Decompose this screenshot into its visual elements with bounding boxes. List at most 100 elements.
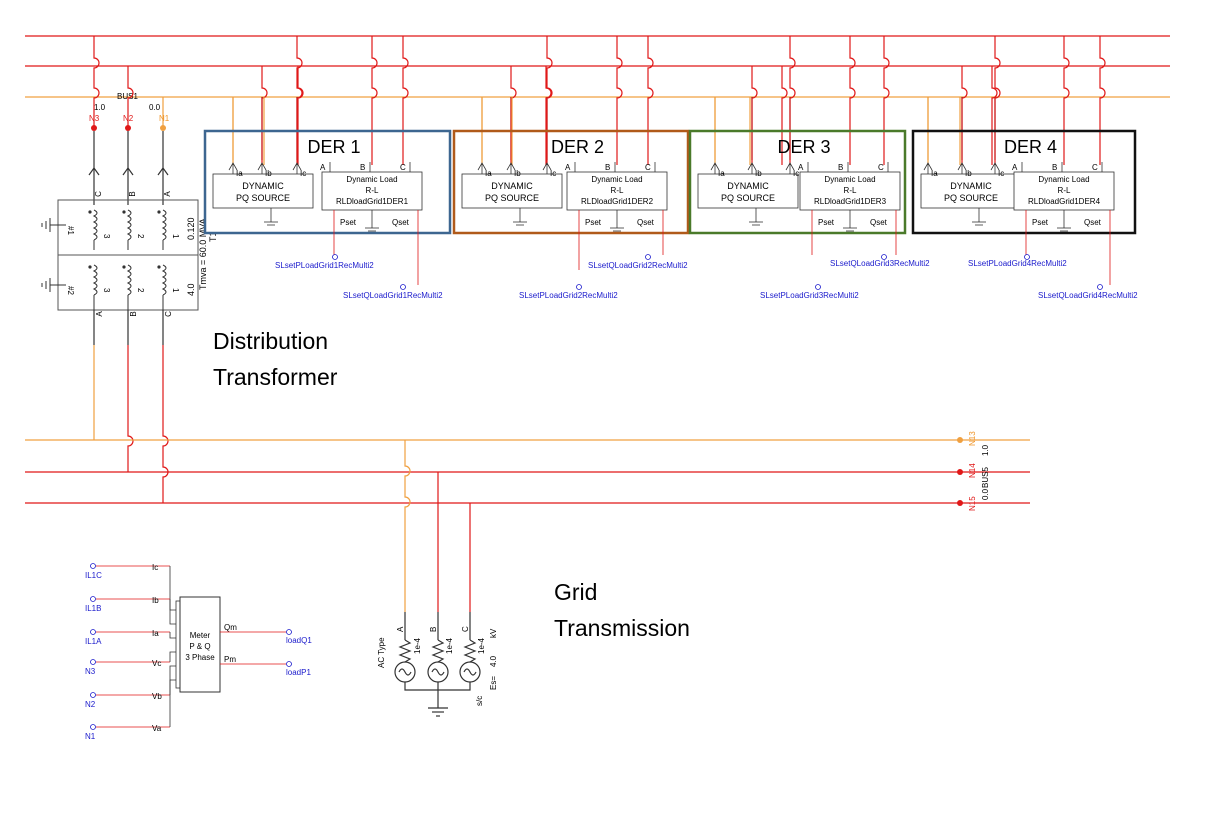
der-4-pin-qset: Qset — [1084, 218, 1102, 227]
der-4-pin-a: A — [1012, 163, 1018, 172]
der-1-title: DER 1 — [308, 137, 361, 157]
der-3-pin-pset: Pset — [818, 218, 835, 227]
meter-title-3: 3 Phase — [185, 653, 215, 662]
der-1-pset-signal-label: SLsetPLoadGrid1RecMulti2 — [275, 261, 374, 270]
der-1-pin-b: B — [360, 163, 365, 172]
source-unit: kV — [489, 628, 498, 638]
source-phase-b: B — [429, 627, 438, 632]
der-2-load-line1: Dynamic Load — [591, 175, 642, 184]
der-4-bus-taps — [927, 36, 1106, 165]
der-2-qset-signal[interactable]: SLsetQLoadGrid2RecMulti2 — [588, 254, 688, 271]
node-n1-label: N1 — [159, 114, 170, 123]
der-3-load-line1: Dynamic Load — [824, 175, 875, 184]
t1-winding2-label: #2 — [66, 286, 75, 295]
ac-source[interactable] — [394, 440, 481, 717]
der-1-bus-taps — [232, 36, 409, 165]
der-1-pq-source[interactable] — [212, 173, 314, 209]
der-2-frame — [452, 129, 690, 235]
grid-label-line2: Transmission — [554, 615, 690, 641]
der-1-pset-signal[interactable]: SLsetPLoadGrid1RecMulti2 — [275, 254, 374, 271]
der-2-title: DER 2 — [551, 137, 604, 157]
der-3-qset-signal[interactable]: SLsetQLoadGrid3RecMulti2 — [830, 254, 930, 269]
t1-coil3b-label: 3 — [102, 288, 111, 293]
der-4-pset-signal[interactable]: SLsetPLoadGrid4RecMulti2 — [968, 254, 1067, 269]
node-n15-label: N15 — [968, 496, 977, 511]
der-4-qset-signal[interactable]: SLsetQLoadGrid4RecMulti2 — [1038, 284, 1138, 301]
der-3-pq-line1: DYNAMIC — [727, 181, 769, 191]
meter-input-il1c-label: IL1C — [85, 571, 102, 580]
t1-name: T1 — [208, 231, 218, 242]
der-4-pin-pset: Pset — [1032, 218, 1049, 227]
der-1-pq-line2: PQ SOURCE — [236, 193, 290, 203]
der-4-qset-signal-label: SLsetQLoadGrid4RecMulti2 — [1038, 291, 1138, 300]
der-1-load-line1: Dynamic Load — [346, 175, 397, 184]
der-3-pset-signal[interactable]: SLsetPLoadGrid3RecMulti2 — [760, 284, 859, 301]
t1-coil2b-label: 2 — [136, 288, 145, 293]
der-4-pin-b: B — [1052, 163, 1057, 172]
der-2-pin-ib: Ib — [514, 169, 521, 178]
der-3-pq-source[interactable] — [697, 173, 799, 209]
meter-pin-va: Va — [152, 724, 162, 733]
t1-voltage-1: 0.120 — [186, 217, 196, 240]
der-2-pq-line2: PQ SOURCE — [485, 193, 539, 203]
der-4-pin-ib: Ib — [965, 169, 972, 178]
der-3-pset-signal-label: SLsetPLoadGrid3RecMulti2 — [760, 291, 859, 300]
meter-output-loadq1[interactable]: loadQ1 Qm — [220, 623, 312, 645]
der-1-pin-c: C — [400, 163, 406, 172]
der-4-pin-ic: Ic — [998, 169, 1004, 178]
der-1-dynamic-load[interactable] — [321, 171, 423, 211]
der-3-bus-taps — [714, 36, 890, 165]
der-1-load-line3: RLDloadGrid1DER1 — [336, 197, 409, 206]
der-2-pq-source[interactable] — [461, 173, 563, 209]
der-4-pq-source[interactable] — [920, 173, 1022, 209]
der-1-pin-ic: Ic — [300, 169, 306, 178]
bus1-drop-wires — [88, 36, 169, 205]
meter-pin-ic: Ic — [152, 563, 158, 572]
der-4-load-line1: Dynamic Load — [1038, 175, 1089, 184]
meter-pin-ia: Ia — [152, 629, 159, 638]
pq-meter[interactable]: Meter P & Q 3 Phase — [175, 596, 221, 693]
der-3-load-line2: R-L — [844, 186, 857, 195]
der-1-qset-signal-label: SLsetQLoadGrid1RecMulti2 — [343, 291, 443, 300]
meter-pin-ib: Ib — [152, 596, 159, 605]
der-3-pin-ib: Ib — [755, 169, 762, 178]
der-2-pin-ia: Ia — [485, 169, 492, 178]
t1-winding1-label: #1 — [66, 226, 75, 235]
source-phase-c: C — [461, 626, 470, 632]
der-2-pset-signal[interactable]: SLsetPLoadGrid2RecMulti2 — [519, 284, 618, 301]
transformer-t1[interactable]: C B A — [41, 191, 218, 317]
der-2-pin-pset: Pset — [585, 218, 602, 227]
der-3-pin-a: A — [798, 163, 804, 172]
der-4-dynamic-load[interactable] — [1013, 171, 1115, 211]
meter-output-loadq1-label: loadQ1 — [286, 636, 312, 645]
meter-input-n1-label: N1 — [85, 732, 96, 741]
der-4-pin-ia: Ia — [931, 169, 938, 178]
der-3-dynamic-load[interactable] — [799, 171, 901, 211]
der-2-qset-signal-label: SLsetQLoadGrid2RecMulti2 — [588, 261, 688, 270]
bottom-bus-labels: N13 N14 N15 1.0 BUS5 0.0 — [968, 431, 990, 511]
meter-input-il1c[interactable]: IL1C Ic — [85, 563, 176, 611]
der-4-pq-line1: DYNAMIC — [950, 181, 992, 191]
ac-type-label: AC Type — [377, 637, 386, 668]
meter-pin-qm: Qm — [224, 623, 237, 632]
meter-input-n2-label: N2 — [85, 700, 96, 709]
meter-output-loadp1-label: loadP1 — [286, 668, 311, 677]
meter-input-n1[interactable]: N1 Va — [85, 679, 176, 741]
t1-top-phase-c: C — [94, 191, 103, 197]
transformer-to-bus5-wires — [93, 310, 169, 503]
der-1-qset-signal[interactable]: SLsetQLoadGrid1RecMulti2 — [343, 284, 443, 301]
meter-output-loadp1[interactable]: loadP1 Pm — [220, 655, 311, 677]
der-1-frame — [203, 129, 452, 235]
bottom-bus-lines — [25, 437, 1030, 506]
meter-pin-pm: Pm — [224, 655, 236, 664]
source-impedance-c: 1e-4 — [477, 637, 486, 654]
